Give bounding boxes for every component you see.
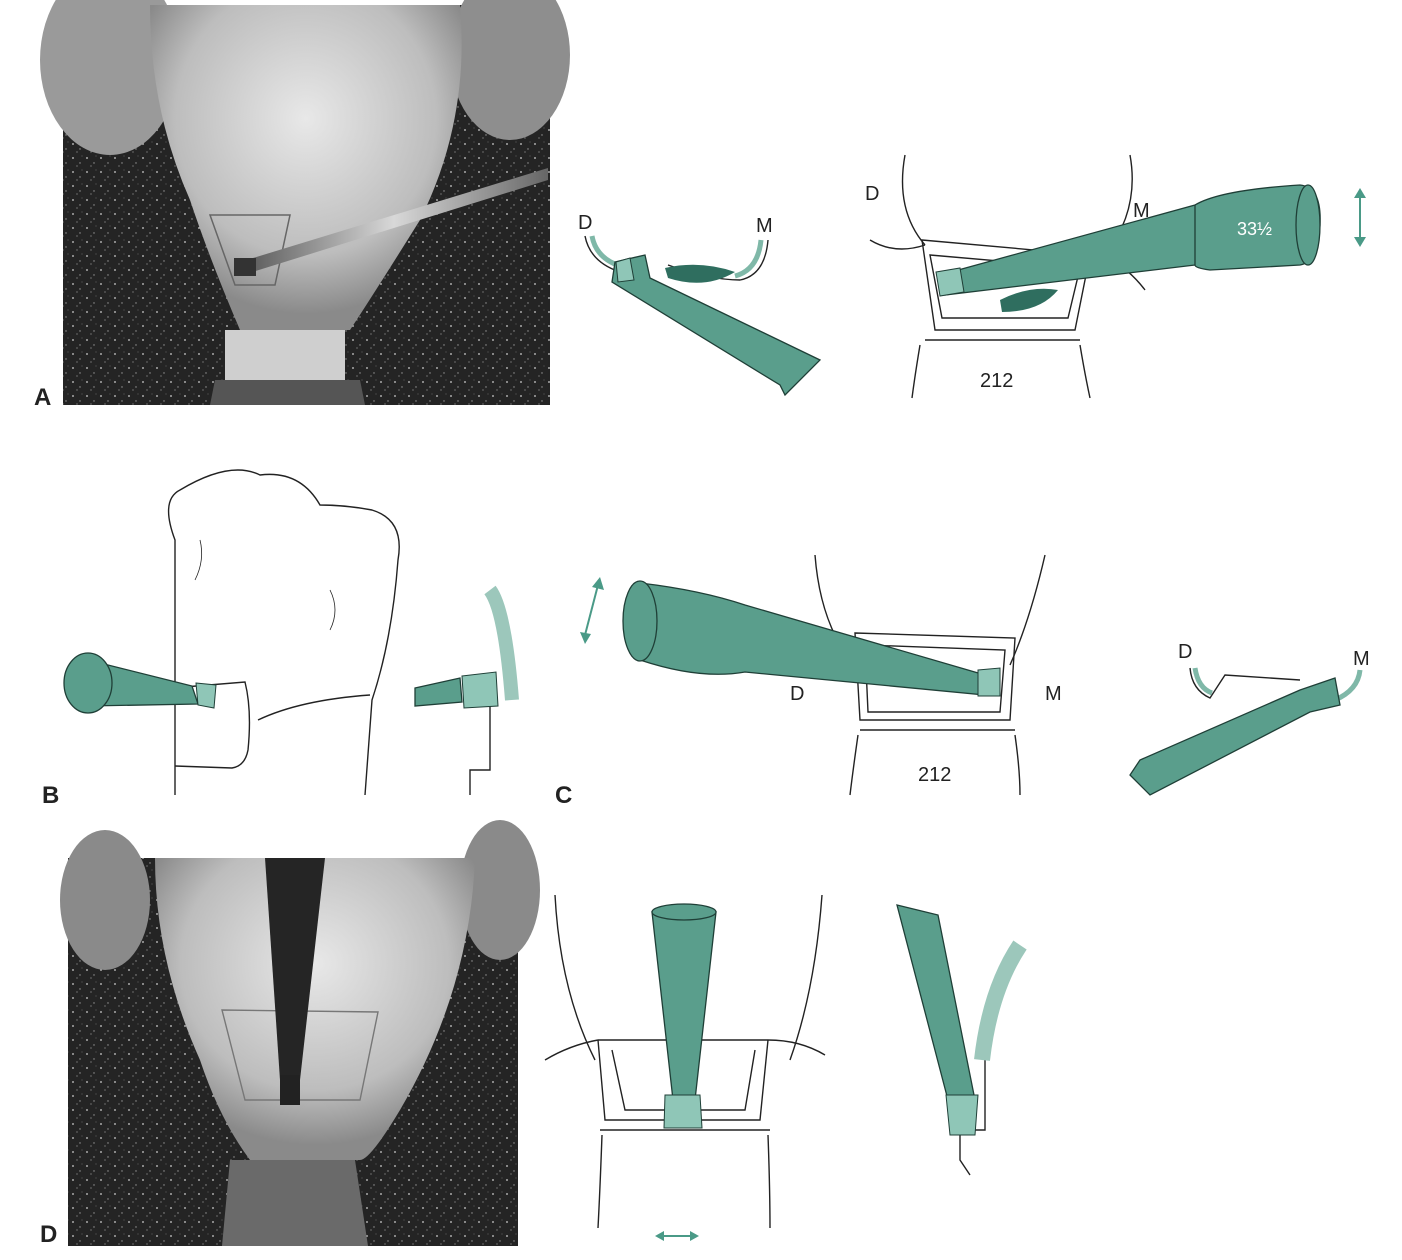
- panel-letter-c: C: [555, 782, 572, 809]
- surface-label-m: M: [1133, 200, 1150, 222]
- surface-label-d: D: [865, 183, 879, 205]
- facial-view-a: D M 33½ 212: [865, 155, 1366, 398]
- panel-c: D M 212 D M C: [555, 555, 1370, 809]
- panel-a: A D M: [34, 0, 1366, 411]
- panel-letter-d: D: [40, 1221, 57, 1248]
- tooth-drawing-b: [64, 470, 399, 795]
- surface-label-d: D: [578, 212, 592, 234]
- tooth-number-label: 212: [918, 764, 951, 786]
- photo-d: [60, 820, 540, 1246]
- cross-section-c: D M: [1130, 641, 1370, 795]
- tooth-number-label: 212: [980, 370, 1013, 392]
- cross-section-a: D M: [578, 212, 820, 395]
- panel-b: B: [42, 470, 512, 809]
- surface-label-m: M: [756, 215, 773, 237]
- surface-label-m: M: [1353, 648, 1370, 670]
- cross-section-b: [415, 590, 512, 795]
- facial-view-d: [545, 895, 825, 1241]
- panel-d: D: [40, 820, 1020, 1248]
- instrument-size-label: 33½: [1237, 219, 1272, 239]
- panel-letter-a: A: [34, 384, 51, 411]
- facial-view-c: D M 212: [623, 555, 1062, 795]
- panel-letter-b: B: [42, 782, 59, 809]
- cross-section-d: [897, 905, 1020, 1175]
- surface-label-m: M: [1045, 683, 1062, 705]
- surface-label-d: D: [1178, 641, 1192, 663]
- surface-label-d: D: [790, 683, 804, 705]
- photo-a: [40, 0, 570, 405]
